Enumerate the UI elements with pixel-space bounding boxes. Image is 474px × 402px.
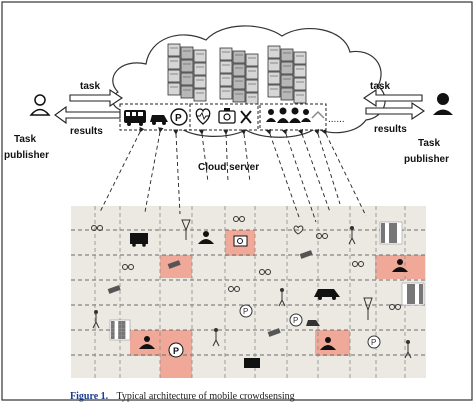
cloud-server-label: Cloud server [198, 162, 259, 173]
car-icon [314, 289, 340, 300]
bike-icon [228, 286, 240, 292]
caption-text: Typical architecture of mobile crowdsens… [116, 391, 294, 402]
parking-icon: P [367, 335, 381, 349]
sensing-links [99, 126, 367, 223]
antenna-icon [363, 297, 373, 320]
camera-icon [233, 235, 248, 247]
sensing-link-arrow [265, 128, 301, 221]
crowd-icon [139, 336, 155, 349]
more-dots: ...... [328, 114, 345, 125]
crowd-icon [266, 107, 311, 123]
bus-icon [124, 110, 146, 126]
antenna-icon [181, 219, 191, 240]
walker-icon [92, 310, 100, 329]
sensing-link-arrow [321, 128, 367, 217]
crowd-icon [392, 259, 408, 272]
parking-icon: P [289, 313, 303, 327]
service-box-right [259, 103, 327, 131]
task-label-left: task [80, 81, 100, 92]
map-highlights [130, 230, 425, 378]
bike-icon [316, 233, 328, 239]
cctv-icon [299, 250, 313, 259]
crowd-icon [198, 231, 214, 244]
qr-code-icon [401, 282, 425, 306]
camera-icon [218, 108, 236, 124]
server-rack-icon [167, 43, 207, 102]
bike-icon [352, 261, 364, 267]
task-label-right: task [370, 81, 390, 92]
publisher-left-label-1: Task [14, 134, 36, 145]
results-arrow-left [54, 105, 121, 125]
sensing-link-arrow [314, 128, 341, 205]
results-label-left: results [70, 126, 103, 137]
bike-icon [122, 264, 134, 270]
highlight-cell [130, 330, 165, 356]
heart-icon [195, 108, 211, 125]
bike-icon [389, 304, 401, 310]
publisher-right-label-1: Task [418, 138, 440, 149]
server-rack-icon [219, 47, 259, 106]
highlight-cell [160, 255, 192, 278]
cctv-icon [267, 328, 281, 337]
results-arrow-right [365, 101, 425, 121]
server-racks [167, 43, 307, 106]
sensing-link-arrow [173, 129, 181, 215]
svg-text:P: P [293, 316, 298, 325]
svg-text:P: P [371, 338, 376, 347]
sensing-link-arrow [297, 128, 331, 213]
bus-icon [130, 233, 148, 247]
bus-icon [244, 358, 260, 368]
server-rack-icon [267, 45, 307, 104]
task-arrow-right [363, 88, 423, 108]
sensing-link-arrow [198, 129, 209, 183]
sensing-link-arrow [281, 128, 317, 223]
tools-icon [240, 110, 252, 124]
map-icons: P P P P [91, 216, 412, 368]
bike-icon [259, 269, 271, 275]
svg-text:P: P [175, 113, 182, 124]
caption-prefix: Figure 1. [70, 391, 109, 402]
sensing-link-arrow [240, 129, 251, 183]
walker-icon [348, 226, 356, 245]
cctv-icon [107, 285, 121, 294]
car-icon [306, 320, 320, 326]
parking-icon: P [239, 304, 253, 318]
bike-icon [233, 216, 245, 222]
crowd-icon [320, 337, 336, 350]
walker-icon [278, 288, 286, 307]
bike-icon [91, 225, 103, 231]
results-label-right: results [374, 124, 407, 135]
parking-icon: P [170, 108, 188, 126]
handshake-icon [311, 110, 325, 119]
publisher-right-user-icon [433, 93, 453, 115]
publisher-left-user-icon [29, 94, 51, 116]
svg-text:P: P [173, 346, 179, 356]
sensing-link-arrow [144, 127, 164, 213]
publisher-left-label-2: publisher [4, 150, 49, 161]
publisher-right-label-2: publisher [404, 154, 449, 165]
walker-icon [404, 340, 412, 359]
sensing-link-arrow [223, 129, 229, 183]
parking-icon: P [168, 342, 184, 358]
qr-codes [109, 221, 425, 341]
walker-icon [212, 328, 220, 347]
task-arrow-left [69, 88, 123, 108]
svg-text:P: P [243, 307, 248, 316]
heart-icon [293, 225, 304, 235]
sensing-link-arrow [99, 126, 145, 213]
figure-caption: Figure 1. Typical architecture of mobile… [70, 391, 295, 402]
qr-code-icon [379, 221, 403, 245]
car-icon [150, 115, 168, 125]
highlight-cell [315, 330, 350, 356]
cctv-icon [167, 260, 181, 269]
qr-code-icon [109, 319, 131, 341]
